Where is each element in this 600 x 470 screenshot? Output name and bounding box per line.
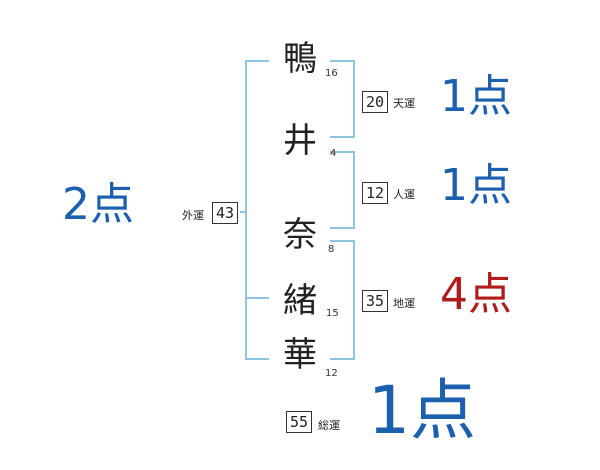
soukaku-label: 総運 [318, 419, 340, 432]
stroke-count-2: 4 [330, 148, 337, 159]
name-char-2: 井 [283, 121, 317, 161]
outer-bracket-middle [245, 297, 269, 299]
outer-bracket-connector [240, 211, 246, 213]
jinkaku-value-box: 12 [362, 182, 389, 204]
outer-bracket-top [245, 60, 269, 62]
jinkaku-label: 人運 [393, 188, 415, 201]
tenkaku-label: 天運 [393, 97, 415, 110]
jinkaku-bracket-top [330, 151, 354, 153]
tenkaku-bracket-top [330, 60, 354, 62]
jinkaku-bracket-vertical [353, 151, 355, 229]
stroke-count-1: 16 [325, 68, 338, 79]
soukaku-value-box: 55 [286, 411, 313, 433]
chikaku-bracket-bottom [330, 358, 354, 360]
chikaku-bracket-top [330, 240, 354, 242]
name-char-5: 華 [283, 335, 317, 375]
gaikaku-label: 外運 [182, 209, 204, 222]
chikaku-score: 4点 [440, 269, 512, 320]
soukaku-score: 1点 [368, 372, 476, 449]
stroke-count-5: 12 [325, 368, 338, 379]
chikaku-bracket-vertical [353, 240, 355, 360]
tenkaku-bracket-bottom [330, 136, 354, 138]
gaikaku-score: 2点 [62, 179, 134, 230]
jinkaku-score: 1点 [440, 160, 512, 211]
tenkaku-score: 1点 [440, 71, 512, 122]
tenkaku-bracket-vertical [353, 60, 355, 138]
name-char-4: 緒 [283, 281, 317, 321]
chikaku-label: 地運 [393, 297, 415, 310]
chikaku-value-box: 35 [362, 290, 389, 312]
jinkaku-bracket-bottom [330, 227, 354, 229]
gaikaku-value-box: 43 [212, 202, 239, 224]
name-char-1: 鴨 [283, 39, 317, 79]
tenkaku-value-box: 20 [362, 91, 389, 113]
stroke-count-3: 8 [328, 244, 335, 255]
stroke-count-4: 15 [326, 308, 339, 319]
outer-bracket-vertical [245, 60, 247, 360]
name-char-3: 奈 [283, 215, 317, 255]
outer-bracket-bottom [245, 358, 269, 360]
